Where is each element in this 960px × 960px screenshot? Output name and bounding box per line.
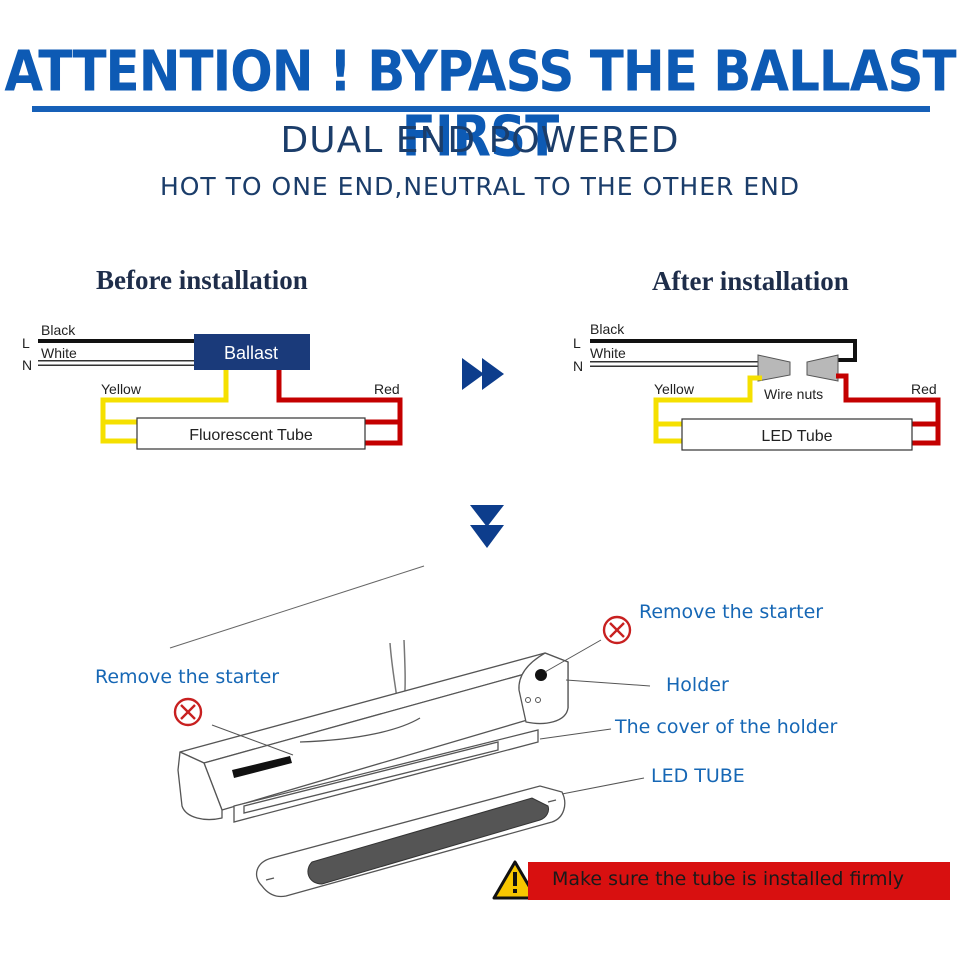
leader-holder — [565, 679, 651, 687]
ballast-box — [194, 334, 310, 370]
holder-label: Holder — [666, 674, 729, 696]
wire-nut-right-icon — [806, 354, 839, 382]
led-tube-diagram-label: LED Tube — [761, 428, 832, 445]
after-N-label: N — [573, 358, 583, 374]
after-L-label: L — [573, 335, 581, 351]
led-tube-label: LED TUBE — [651, 765, 745, 787]
leader-led-tube — [561, 777, 645, 795]
warning-text: Make sure the tube is installed firmly — [552, 868, 905, 890]
after-installation-heading: After installation — [652, 266, 849, 296]
wire-nuts-label: Wire nuts — [764, 386, 823, 402]
before-L-label: L — [22, 335, 30, 351]
fluorescent-tube — [136, 417, 366, 450]
leader-remove-starter-right — [544, 639, 602, 673]
page-title: ATTENTION ! BYPASS THE BALLAST FIRST — [4, 39, 956, 169]
double-arrow-right-icon — [462, 358, 504, 390]
warning-banner — [528, 862, 950, 900]
after-white-label: White — [590, 345, 626, 361]
before-white-label: White — [41, 345, 77, 361]
ceiling-line — [169, 565, 425, 649]
after-yellow-label: Yellow — [654, 381, 695, 397]
before-N-label: N — [22, 357, 32, 373]
holder-cover — [233, 729, 539, 823]
no-starter-x-icon-left — [173, 697, 203, 727]
holder-cover-label: The cover of the holder — [615, 716, 838, 738]
starter-slot-left — [232, 756, 292, 778]
after-red-label: Red — [911, 381, 937, 397]
leader-cover — [539, 728, 612, 740]
after-black-wire — [590, 339, 857, 362]
after-yellow-wire-1 — [653, 375, 762, 427]
page-subtitle-secondary: HOT TO ONE END,NEUTRAL TO THE OTHER END — [159, 172, 801, 201]
remove-starter-right-label: Remove the starter — [639, 601, 824, 623]
before-yellow-label: Yellow — [101, 381, 142, 397]
remove-starter-left-label: Remove the starter — [95, 666, 280, 688]
after-black-label: Black — [590, 321, 625, 337]
before-black-label: Black — [41, 322, 76, 338]
fluorescent-tube-label: Fluorescent Tube — [189, 427, 313, 444]
after-red-wire-1 — [836, 373, 941, 446]
led-tube-illustration — [255, 785, 566, 898]
before-red-label: Red — [374, 381, 400, 397]
page-subtitle: DUAL END POWERED — [280, 120, 680, 161]
after-yellow-wire-2 — [653, 424, 682, 444]
double-arrow-down-icon — [470, 505, 504, 548]
after-diagram: LED Tube L N Black White Yellow Wire nut… — [573, 321, 941, 451]
title-underline — [32, 106, 930, 112]
starter-right — [535, 669, 547, 681]
no-starter-x-icon-right — [602, 615, 632, 645]
led-tube-diagram — [681, 418, 913, 451]
before-red-wire-1 — [276, 370, 403, 446]
before-yellow-wire-2 — [100, 422, 137, 444]
warning-icon — [492, 860, 538, 900]
before-diagram: Ballast Fluorescent Tube L N Black White… — [22, 322, 403, 450]
fixture-housing — [177, 652, 569, 821]
ballast-label: Ballast — [224, 343, 278, 363]
leader-remove-starter-left — [211, 724, 294, 756]
before-yellow-wire-1 — [100, 370, 229, 425]
before-installation-heading: Before installation — [96, 265, 308, 295]
wire-nut-left-icon — [757, 354, 791, 382]
